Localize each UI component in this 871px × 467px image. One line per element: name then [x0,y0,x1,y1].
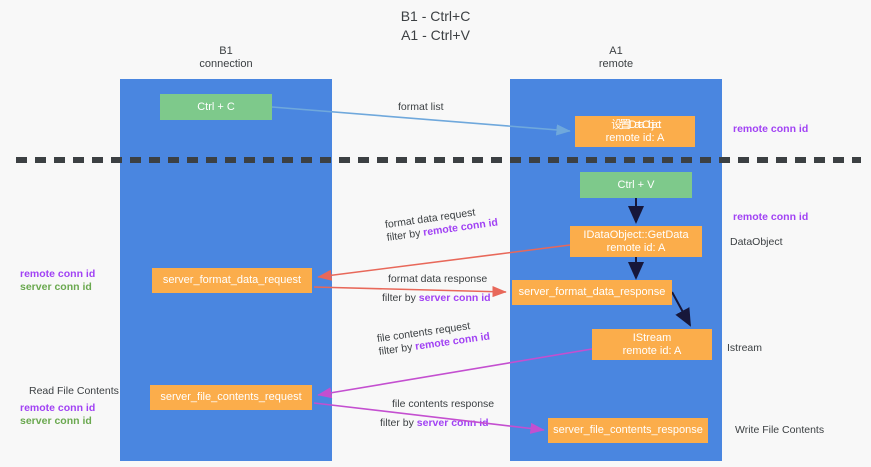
box-idataobject[interactable]: 设置IDataObject remote id: A [575,116,695,147]
lane-header-a1: A1 remote [510,45,722,71]
box-server-format-data-response-label: server_format_data_response [518,286,666,298]
lane-header-b1: B1 connection [120,45,332,71]
box-server-file-contents-request[interactable]: server_file_contents_request [150,385,312,410]
box-idataobject-getdata[interactable]: IDataObject::GetData remote id: A [570,226,702,257]
filter-key-server-conn-id: server conn id [418,292,491,304]
left-label-remote-conn-id-2: remote conn id [20,402,96,414]
lane-b1-title: B1 [219,45,233,57]
arrow-response-to-istream [671,291,691,327]
filter-prefix: filter by [382,292,419,304]
box-server-file-contents-request-label: server_file_contents_request [160,391,302,403]
arrow-format-data-response [313,286,507,298]
filter-key-server-conn-id: server conn id [416,417,489,429]
box-ctrl-c[interactable]: Ctrl + C [160,94,272,120]
box-istream-line-2: remote id: A [622,344,682,357]
annotation-format-data-response-filter: filter by server conn id [382,292,491,305]
right-label-remote-conn-id-mid: remote conn id [733,211,808,224]
lane-a1-subtitle: remote [598,58,634,70]
right-label-remote-conn-id-top: remote conn id [733,123,808,136]
right-label-istream: Istream [727,342,762,355]
box-server-format-data-response[interactable]: server_format_data_response [512,280,672,305]
box-getdata-line-1: IDataObject::GetData [583,228,689,241]
box-istream[interactable]: IStream remote id: A [592,329,712,360]
box-idataobject-line-2: remote id: A [605,131,665,144]
title-line-1: B1 - Ctrl+C [400,8,471,24]
left-label-server-conn-id-2: server conn id [20,415,92,427]
right-label-dataobject-text: DataObject [730,236,783,248]
arrow-file-contents-request [317,348,593,399]
box-ctrl-c-label: Ctrl + C [197,100,235,113]
lane-b1-subtitle: connection [199,58,253,70]
arrow-format-data-request [317,244,571,281]
box-ctrl-v-label: Ctrl + V [617,178,655,191]
left-label-remote-conn-id: remote conn id [20,268,96,280]
left-label-server-conn-id: server conn id [20,281,92,293]
lane-a1-title: A1 [609,45,623,57]
right-label-remote-conn-id-top-text: remote conn id [733,123,809,135]
box-server-format-data-request[interactable]: server_format_data_request [152,268,312,293]
right-label-dataobject: DataObject [730,236,783,249]
annotation-format-list: format list [398,101,444,114]
box-istream-line-1: IStream [632,331,672,344]
right-label-write-file-contents-text: Write File Contents [735,424,825,436]
box-getdata-line-2: remote id: A [606,241,666,254]
arrow-file-contents-response [313,402,545,434]
right-label-write-file-contents: Write File Contents [735,424,824,437]
left-label-read-file-contents-text: Read File Contents [29,385,119,397]
right-label-istream-text: Istream [727,342,763,354]
annotation-format-data-response: format data response filter by server co… [382,273,491,305]
box-ctrl-v[interactable]: Ctrl + V [580,172,692,198]
annotation-file-contents-response-filter: filter by server conn id [380,417,494,430]
title-line-2: A1 - Ctrl+V [401,27,470,43]
box-server-format-data-request-label: server_format_data_request [162,274,302,286]
box-server-file-contents-response[interactable]: server_file_contents_response [548,418,708,443]
arrow-format-list [271,106,571,136]
annotation-format-data-response-line: format data response [388,273,488,285]
annotation-file-contents-response-line: file contents response [392,398,495,410]
box-idataobject-line-1: 设置IDataObject [611,118,661,131]
page-title: B1 - Ctrl+C A1 - Ctrl+V [0,7,871,45]
box-server-file-contents-response-label: server_file_contents_response [553,424,703,436]
filter-prefix: filter by [380,417,417,429]
right-label-remote-conn-id-mid-text: remote conn id [733,211,809,223]
annotation-format-list-text: format list [398,101,444,113]
left-label-read-file-contents: Read File Contents [29,385,119,398]
annotation-file-contents-response: file contents response filter by server … [380,398,495,430]
left-label-conn-ids-file: remote conn id server conn id [20,402,95,428]
phase-divider [16,157,861,163]
left-label-conn-ids-format: remote conn id server conn id [20,268,95,294]
